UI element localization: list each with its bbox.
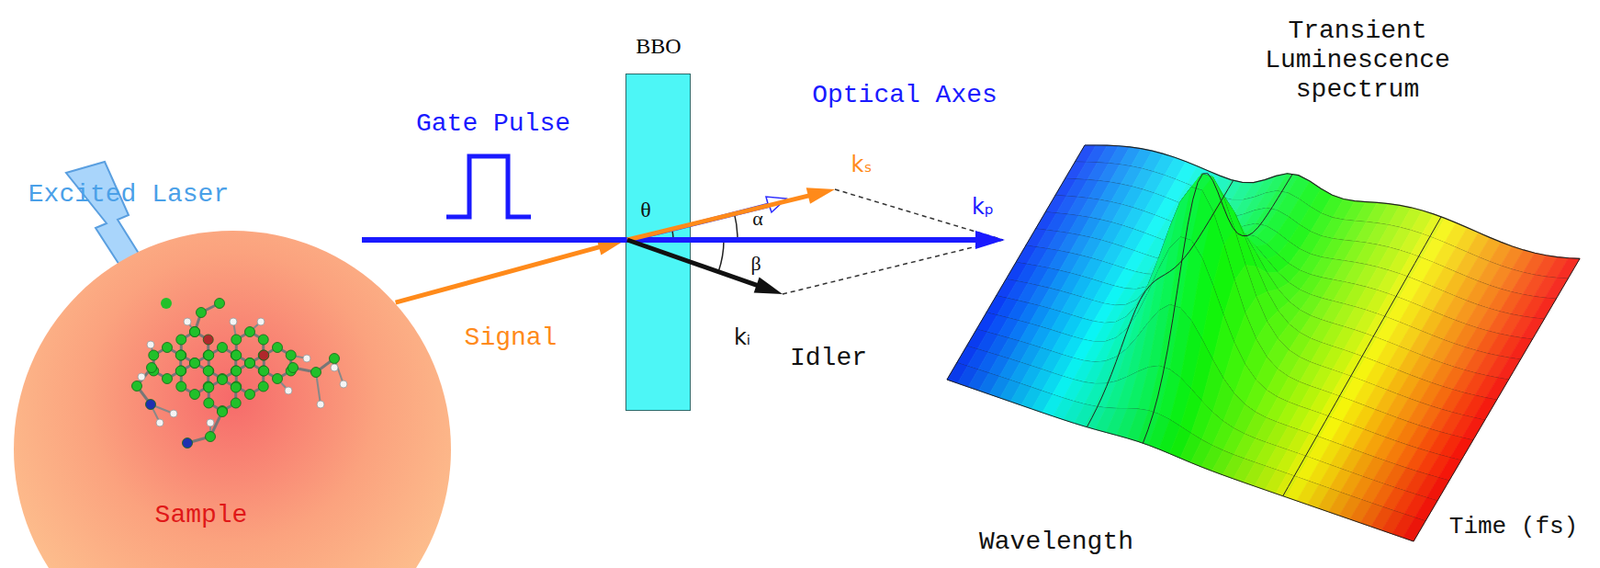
molecule [132,297,349,449]
sample-circle: Sample [12,229,452,568]
gate-pulse-symbol [446,156,531,217]
axis-label: Wavelength [979,527,1134,557]
crystal-label: BBO [635,33,681,60]
luminescence-surface [946,145,1580,541]
excitation-label: Excited Laser [28,180,229,210]
idler-label: Idler [789,343,868,373]
idler-dash [782,239,1003,294]
angle-label: θ [640,197,652,224]
gate-beam [361,230,1005,249]
wavevector-label: kₛ [851,152,873,179]
signal-beam [395,238,626,303]
bbo-crystal: BBO [625,73,691,411]
optical-axis-arrow [627,196,787,242]
axis-label: Time (fs) [1449,513,1578,541]
theta-arc [671,228,674,241]
idler-dash [834,189,1003,240]
gate-pulse-label: Gate Pulse [416,109,571,139]
plot-title: Transient Luminescence spectrum [1247,16,1468,106]
sample-label: Sample [155,500,248,530]
angle-label: α [752,206,764,230]
signal-label: Signal [464,323,558,353]
wavevector-label: kₚ [971,194,994,221]
idler-wavevector [627,239,783,294]
alpha-arc [734,213,739,240]
beta-arc [718,239,724,272]
angle-label: β [750,251,761,275]
optical-axes-label: Optical Axes [811,80,998,111]
wavevector-label: kᵢ [733,325,751,351]
signal-wavevector [627,187,835,240]
